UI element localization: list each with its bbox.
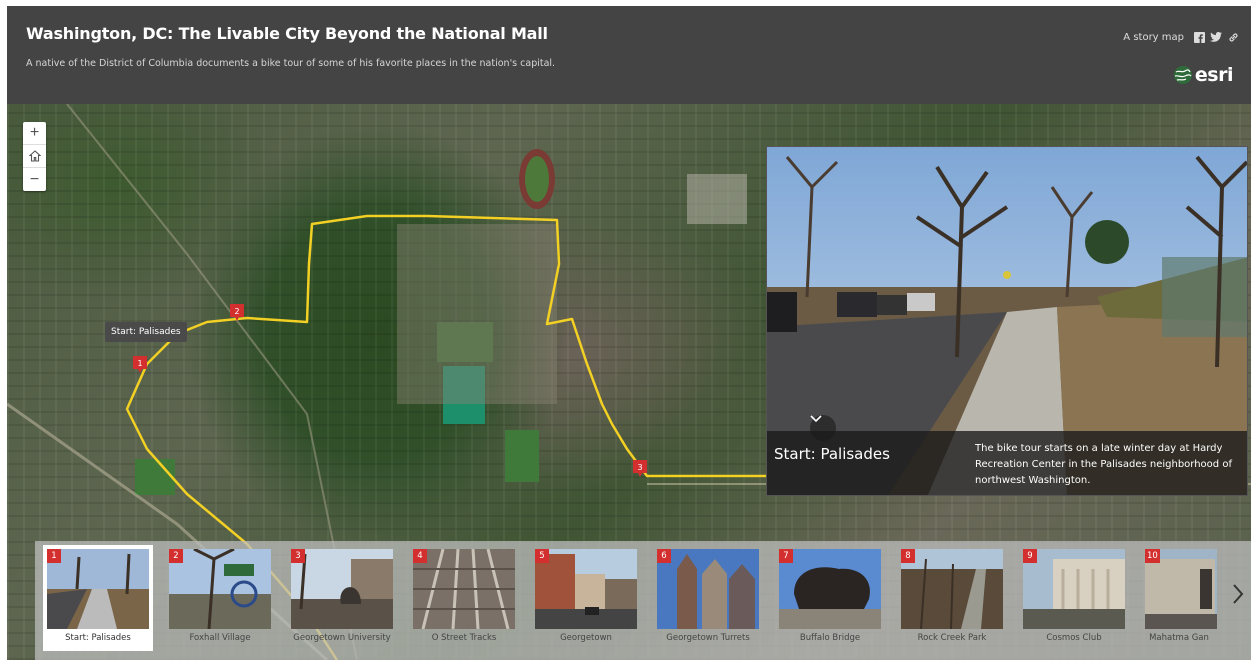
bike-route — [125, 214, 767, 660]
thumbnail-label: Cosmos Club — [1046, 633, 1102, 643]
detail-panel: Start: Palisades The bike tour starts on… — [766, 146, 1248, 496]
panel-description: The bike tour starts on a late winter da… — [975, 443, 1232, 486]
header: Washington, DC: The Livable City Beyond … — [7, 6, 1251, 104]
thumbnail-carousel: 1 Start: Palisades 2 Foxhall Village 3 G… — [35, 541, 1251, 660]
share-bar: A story map — [1123, 31, 1239, 43]
thumbnail-image — [1023, 549, 1125, 629]
panel-caption: Start: Palisades The bike tour starts on… — [767, 431, 1247, 495]
chevron-right-icon — [1233, 584, 1244, 604]
map-tooltip: Start: Palisades — [105, 322, 187, 342]
story-map-app: Washington, DC: The Livable City Beyond … — [7, 6, 1251, 660]
thumbnail-item[interactable]: 7 Buffalo Bridge — [775, 545, 885, 651]
home-icon — [28, 150, 41, 162]
thumbnail-label: Georgetown Turrets — [666, 633, 750, 643]
thumbnail-number: 9 — [1023, 549, 1037, 563]
thumbnail-number: 2 — [169, 549, 183, 563]
map-marker-2[interactable]: 2 — [230, 304, 244, 321]
thumbnail-item[interactable]: 4 O Street Tracks — [409, 545, 519, 651]
thumbnail-number: 8 — [901, 549, 915, 563]
thumbnail-number: 4 — [413, 549, 427, 563]
chevron-down-icon — [810, 415, 822, 423]
thumbnail-number: 5 — [535, 549, 549, 563]
page-subtitle: A native of the District of Columbia doc… — [26, 58, 556, 69]
thumbnail-image — [901, 549, 1003, 629]
thumbnail-label: Rock Creek Park — [917, 633, 987, 643]
thumbnail-label: Georgetown — [560, 633, 612, 643]
esri-logo[interactable]: esri — [1173, 64, 1234, 86]
thumbnail-item[interactable]: 5 Georgetown — [531, 545, 641, 651]
panel-title: Start: Palisades — [774, 445, 890, 463]
marker-label: 2 — [234, 307, 239, 316]
thumbnail-image — [169, 549, 271, 629]
thumbnail-number: 6 — [657, 549, 671, 563]
facebook-icon[interactable] — [1193, 31, 1205, 43]
marker-label: 1 — [137, 359, 142, 368]
thumbnail-label: Georgetown University — [293, 633, 391, 643]
thumbnail-image — [413, 549, 515, 629]
thumbnail-item[interactable]: 10 Mahatma Gan — [1141, 545, 1217, 651]
thumbnail-item[interactable]: 3 Georgetown University — [287, 545, 397, 651]
thumbnail-image — [47, 549, 149, 629]
thumbnail-number: 10 — [1145, 549, 1160, 563]
zoom-out-button[interactable]: − — [29, 170, 40, 188]
page-title: Washington, DC: The Livable City Beyond … — [26, 24, 548, 43]
thumbnail-label: Foxhall Village — [189, 633, 251, 643]
thumbnail-label: Mahatma Gan — [1149, 633, 1209, 643]
logo-text: esri — [1194, 64, 1234, 86]
thumbnail-image — [779, 549, 881, 629]
thumbnail-number: 1 — [47, 549, 61, 563]
thumbnail-image — [1145, 549, 1217, 629]
map-features — [7, 104, 1251, 660]
thumbnail-label: O Street Tracks — [431, 633, 497, 643]
thumbnail-item[interactable]: 8 Rock Creek Park — [897, 545, 1007, 651]
globe-icon — [1173, 66, 1192, 84]
thumbnail-label: Start: Palisades — [65, 633, 131, 643]
zoom-control: + − — [23, 122, 46, 191]
carousel-next-button[interactable] — [1229, 579, 1247, 609]
thumbnail-image — [657, 549, 759, 629]
thumbnail-image — [291, 549, 393, 629]
thumbnail-item[interactable]: 2 Foxhall Village — [165, 545, 275, 651]
thumbnail-item[interactable]: 1 Start: Palisades — [43, 545, 153, 651]
thumbnail-label: Buffalo Bridge — [799, 633, 861, 643]
map-marker-3[interactable]: 3 — [633, 460, 647, 477]
thumbnail-image — [535, 549, 637, 629]
link-icon[interactable] — [1227, 31, 1239, 43]
twitter-icon[interactable] — [1210, 31, 1222, 43]
home-button[interactable] — [23, 145, 46, 168]
thumbnail-item[interactable]: 9 Cosmos Club — [1019, 545, 1129, 651]
map-marker-1[interactable]: 1 — [133, 356, 147, 373]
zoom-in-button[interactable]: + — [23, 122, 46, 145]
thumbnail-item[interactable]: 6 Georgetown Turrets — [653, 545, 763, 651]
tagline-link[interactable]: A story map — [1123, 31, 1184, 43]
marker-label: 3 — [637, 463, 642, 472]
thumbnail-number: 7 — [779, 549, 793, 563]
thumbnail-list: 1 Start: Palisades 2 Foxhall Village 3 G… — [43, 545, 1217, 651]
thumbnail-number: 3 — [291, 549, 305, 563]
